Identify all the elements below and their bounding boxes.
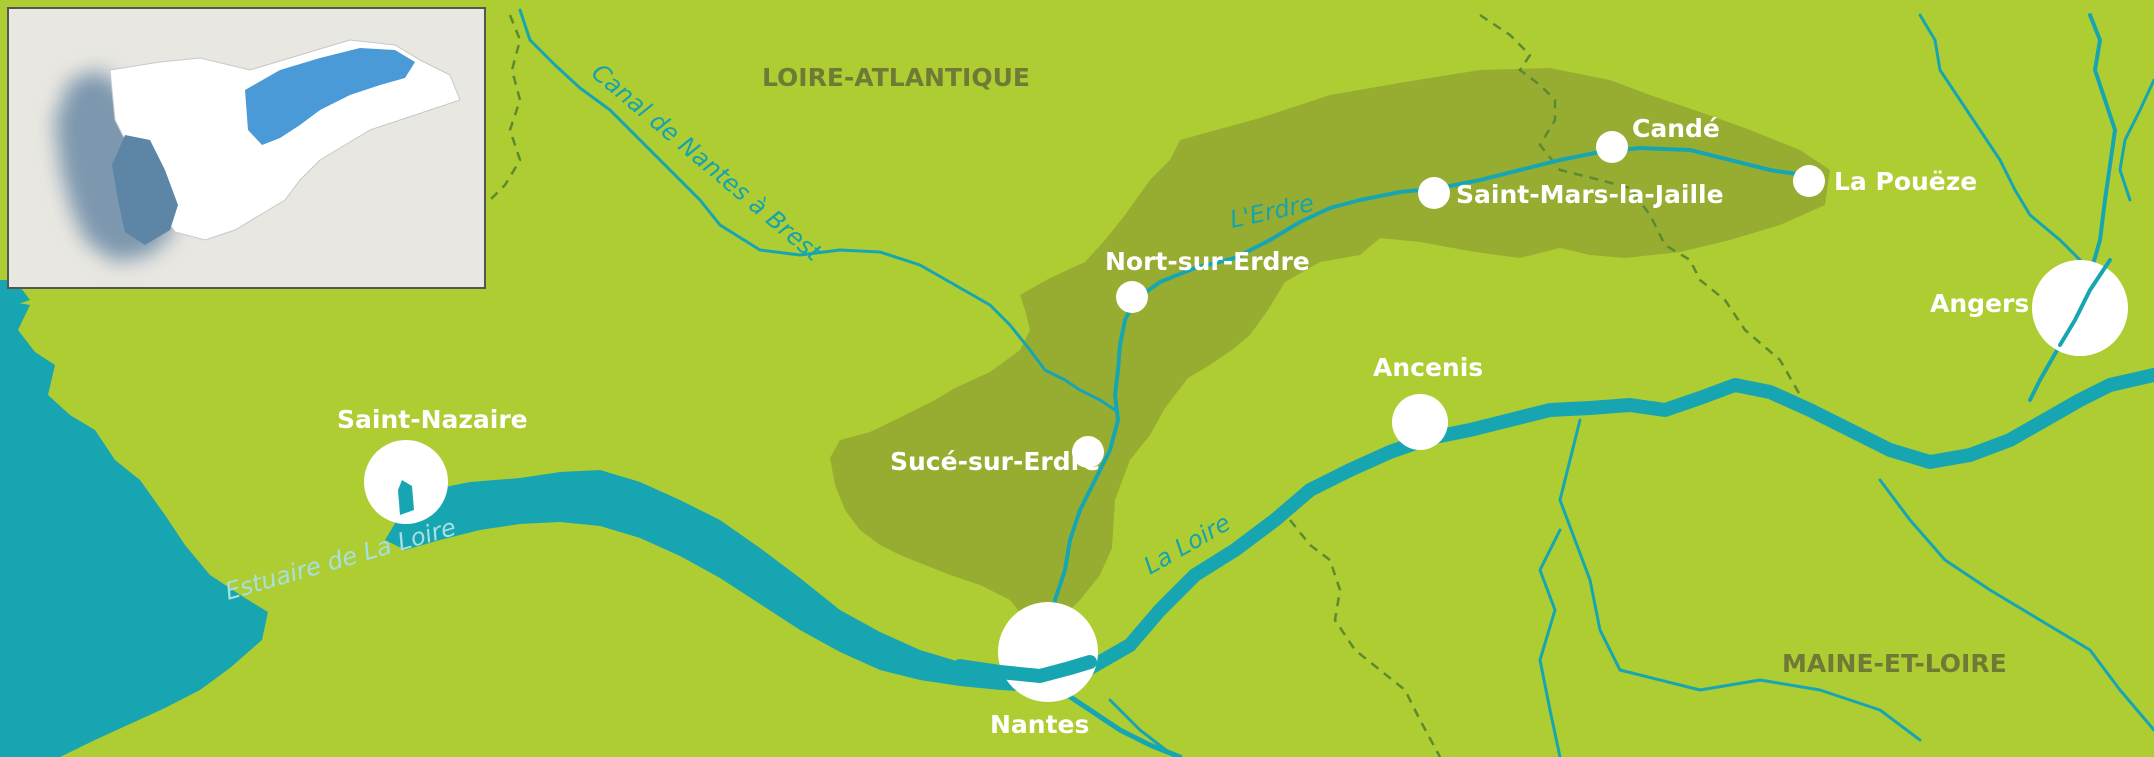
region-label-loire-atlantique: LOIRE-ATLANTIQUE — [762, 63, 1030, 92]
town-marker-saint-mars-la-jaille[interactable] — [1418, 177, 1450, 209]
town-label-nantes: Nantes — [990, 710, 1089, 739]
town-label-suce-sur-erdre: Sucé-sur-Erdre — [890, 447, 1100, 476]
loire-through-nantes — [953, 655, 1097, 683]
department-border-north — [1479, 13, 1802, 396]
layon-river — [1878, 478, 2154, 732]
region-label-maine-et-loire: MAINE-ET-LOIRE — [1782, 649, 2007, 678]
mayenne-river — [1918, 13, 2087, 267]
locator-inset — [7, 7, 486, 289]
evre-river — [1558, 418, 1922, 742]
town-label-saint-nazaire: Saint-Nazaire — [337, 405, 528, 434]
divatte-river — [1538, 528, 1562, 757]
town-marker-saint-nazaire[interactable] — [364, 440, 448, 524]
sea-area — [0, 300, 268, 757]
loire-river — [1048, 368, 2154, 685]
town-marker-ancenis[interactable] — [1392, 394, 1448, 450]
town-label-la-poueze: La Pouëze — [1834, 167, 1977, 196]
loire-river-downstream — [1057, 687, 1183, 757]
inset-coast-dark — [112, 135, 178, 245]
town-label-angers: Angers — [1930, 289, 2029, 318]
sevre-river — [1108, 698, 1177, 757]
sarthe-river — [2118, 78, 2154, 202]
town-marker-suce-sur-erdre[interactable] — [1072, 436, 1104, 468]
canal-nantes-brest — [518, 8, 1117, 412]
town-label-saint-mars-la-jaille: Saint-Mars-la-Jaille — [1456, 180, 1724, 209]
maine-through-angers — [2058, 258, 2112, 347]
town-label-nort-sur-erdre: Nort-sur-Erdre — [1105, 247, 1310, 276]
town-label-ancenis: Ancenis — [1373, 353, 1483, 382]
department-border-west — [489, 14, 522, 201]
loire-estuary — [385, 470, 1060, 692]
inset-erdre-highlight — [245, 48, 415, 145]
erdre-basin-area — [830, 68, 1830, 625]
town-label-cande: Candé — [1632, 114, 1720, 143]
saint-nazaire-inlet — [398, 480, 414, 515]
town-marker-nantes[interactable] — [998, 602, 1098, 702]
town-marker-cande[interactable] — [1596, 131, 1628, 163]
town-marker-la-poueze[interactable] — [1793, 165, 1825, 197]
town-marker-nort-sur-erdre[interactable] — [1116, 281, 1148, 313]
